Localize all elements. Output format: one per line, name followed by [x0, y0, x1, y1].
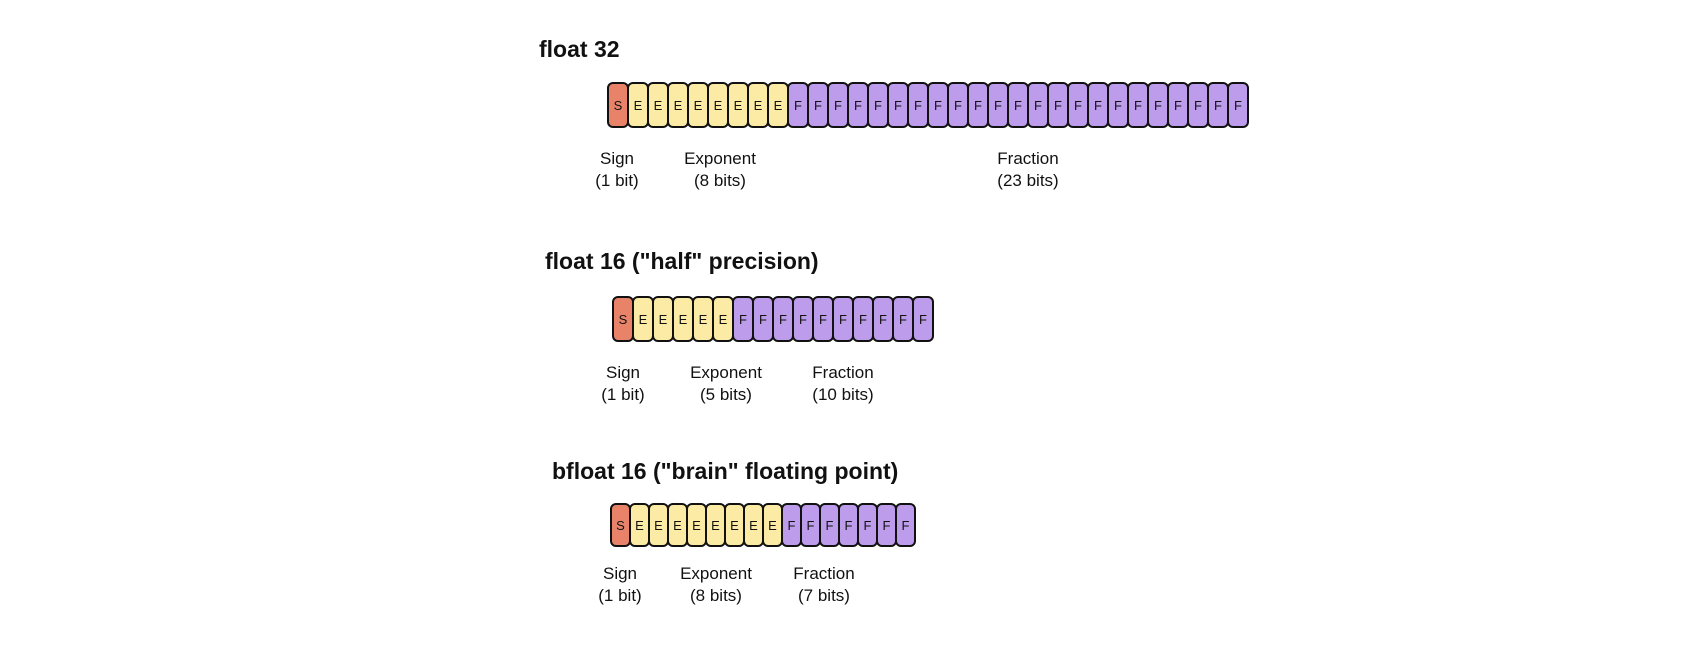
fraction-bit: F — [812, 296, 834, 342]
exponent-bit: E — [632, 296, 654, 342]
label-size: (5 bits) — [700, 385, 752, 404]
exponent-bit: E — [712, 296, 734, 342]
exponent-bit: E — [648, 503, 669, 547]
fraction-bit: F — [1067, 82, 1089, 128]
exponent-bit: E — [672, 296, 694, 342]
sign-bit: S — [607, 82, 629, 128]
fraction-bit: F — [967, 82, 989, 128]
exponent-label: Exponent (8 bits) — [680, 563, 752, 607]
format-title: bfloat 16 ("brain" floating point) — [552, 458, 899, 484]
fraction-bit: F — [927, 82, 949, 128]
fraction-bit: F — [852, 296, 874, 342]
fraction-bit: F — [1007, 82, 1029, 128]
exponent-bit: E — [627, 82, 649, 128]
label-name: Fraction — [793, 564, 855, 583]
fraction-bit: F — [838, 503, 859, 547]
fraction-bit: F — [987, 82, 1009, 128]
sign-bit: S — [610, 503, 631, 547]
fraction-bit: F — [872, 296, 894, 342]
fraction-bit: F — [781, 503, 802, 547]
fraction-bit: F — [1227, 82, 1249, 128]
exponent-bit: E — [647, 82, 669, 128]
exponent-bit: E — [667, 503, 688, 547]
sign-label: Sign (1 bit) — [601, 362, 644, 406]
sign-bit: S — [612, 296, 634, 342]
fraction-bit: F — [1167, 82, 1189, 128]
fraction-bit: F — [1127, 82, 1149, 128]
fraction-bit: F — [947, 82, 969, 128]
exponent-bit: E — [743, 503, 764, 547]
exponent-bit: E — [724, 503, 745, 547]
label-size: (1 bit) — [601, 385, 645, 404]
fraction-bit: F — [892, 296, 914, 342]
fraction-bit: F — [752, 296, 774, 342]
exponent-bit: E — [767, 82, 789, 128]
exponent-bit: E — [652, 296, 674, 342]
fraction-bit: F — [887, 82, 909, 128]
fraction-bit: F — [772, 296, 794, 342]
label-name: Sign — [599, 149, 635, 168]
fraction-bit: F — [1047, 82, 1069, 128]
exponent-label: Exponent (8 bits) — [684, 148, 756, 192]
exponent-bit: E — [705, 503, 726, 547]
label-name: Exponent — [690, 363, 762, 382]
fraction-bit: F — [1187, 82, 1209, 128]
format-title: float 32 — [539, 36, 620, 62]
exponent-bit: E — [629, 503, 650, 547]
exponent-bit: E — [727, 82, 749, 128]
fraction-bit: F — [1027, 82, 1049, 128]
fraction-bit: F — [857, 503, 878, 547]
label-name: Fraction — [997, 149, 1059, 168]
label-name: Sign — [602, 564, 638, 583]
exponent-label: Exponent (5 bits) — [690, 362, 762, 406]
fraction-bit: F — [800, 503, 821, 547]
fraction-bit: F — [819, 503, 840, 547]
fraction-bit: F — [1207, 82, 1229, 128]
fraction-bit: F — [827, 82, 849, 128]
fraction-bit: F — [1147, 82, 1169, 128]
exponent-bit: E — [667, 82, 689, 128]
sign-label: Sign (1 bit) — [595, 148, 638, 192]
fraction-bit: F — [832, 296, 854, 342]
exponent-bit: E — [692, 296, 714, 342]
fraction-label: Fraction (7 bits) — [793, 563, 854, 607]
label-size: (7 bits) — [798, 586, 850, 605]
fraction-label: Fraction (10 bits) — [812, 362, 873, 406]
label-size: (8 bits) — [690, 586, 742, 605]
fraction-bit: F — [912, 296, 934, 342]
fraction-bit: F — [847, 82, 869, 128]
label-name: Exponent — [684, 149, 756, 168]
format-title: float 16 ("half" precision) — [545, 248, 819, 274]
fraction-bit: F — [787, 82, 809, 128]
fraction-bit: F — [867, 82, 889, 128]
fraction-bit: F — [732, 296, 754, 342]
label-name: Fraction — [812, 363, 874, 382]
exponent-bit: E — [762, 503, 783, 547]
fraction-bit: F — [876, 503, 897, 547]
fraction-label: Fraction (23 bits) — [997, 148, 1058, 192]
label-size: (1 bit) — [598, 586, 642, 605]
exponent-bit: E — [747, 82, 769, 128]
sign-label: Sign (1 bit) — [598, 563, 641, 607]
label-name: Sign — [605, 363, 641, 382]
fraction-bit: F — [1087, 82, 1109, 128]
exponent-bit: E — [686, 503, 707, 547]
fraction-bit: F — [792, 296, 814, 342]
fraction-bit: F — [1107, 82, 1129, 128]
label-name: Exponent — [680, 564, 752, 583]
label-size: (8 bits) — [694, 171, 746, 190]
label-size: (10 bits) — [812, 385, 874, 404]
exponent-bit: E — [687, 82, 709, 128]
fraction-bit: F — [807, 82, 829, 128]
exponent-bit: E — [707, 82, 729, 128]
fraction-bit: F — [895, 503, 916, 547]
label-size: (23 bits) — [997, 171, 1059, 190]
label-size: (1 bit) — [595, 171, 639, 190]
fraction-bit: F — [907, 82, 929, 128]
